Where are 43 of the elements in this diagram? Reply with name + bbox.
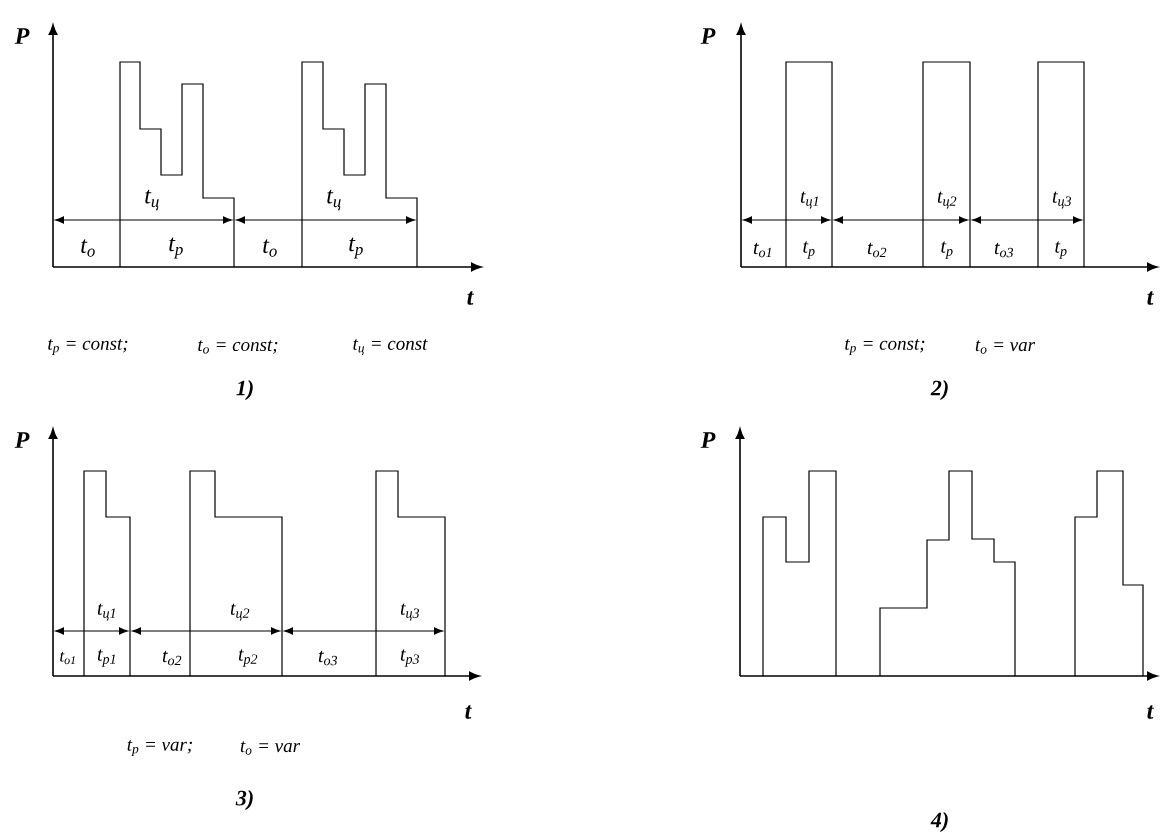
condition-formula: t$_{o}$ = var [975, 340, 1036, 354]
interval-label: t$_{o1}$ [753, 242, 772, 258]
interval-label: t$_{p3}$ [400, 649, 420, 667]
condition-formula: t$_{ц}$ = const [353, 339, 428, 355]
interval-label: t$_{o}$ [263, 239, 277, 257]
interval-label: t$_{ц}$ [145, 189, 159, 211]
interval-label: t$_{p}$ [169, 237, 183, 259]
axis-label: t [1147, 291, 1154, 305]
interval-label: t$_{p}$ [349, 237, 363, 259]
axis-label: P [700, 432, 716, 448]
interval-label: t$_{ц3}$ [1052, 191, 1072, 209]
axis-label: t [465, 705, 472, 719]
interval-label: t$_{o2}$ [867, 242, 887, 258]
axis-label: P [14, 432, 30, 448]
panel-number: 2) [930, 380, 948, 400]
interval-label: t$_{o3}$ [318, 650, 338, 666]
interval-label: t$_{ц}$ [327, 189, 341, 211]
interval-label: t$_{p}$ [1055, 241, 1067, 259]
condition-formula: t$_{o}$ = var [240, 741, 301, 755]
axis-label: t [1147, 705, 1154, 719]
panel-number: 3) [235, 790, 253, 810]
axis-label: P [14, 28, 30, 44]
interval-label: t$_{ц1}$ [800, 191, 819, 209]
axis-label: P [700, 28, 716, 44]
interval-label: t$_{ц1}$ [97, 603, 116, 621]
interval-label: t$_{p2}$ [238, 649, 258, 667]
panel-number: 4) [930, 812, 948, 832]
condition-formula: t$_{o}$ = const; [198, 340, 278, 354]
condition-formula: t$_{p}$ = const; [845, 338, 925, 356]
interval-label: t$_{o1}$ [60, 651, 75, 665]
axis-label: t [467, 291, 474, 305]
panel-number: 1) [236, 380, 253, 400]
interval-label: t$_{o2}$ [162, 650, 182, 666]
interval-label: t$_{ц2}$ [937, 191, 957, 209]
interval-label: t$_{p}$ [941, 241, 953, 259]
interval-label: t$_{o}$ [81, 239, 95, 257]
condition-formula: t$_{p}$ = const; [48, 338, 128, 356]
condition-formula: t$_{p}$ = var; [127, 739, 192, 757]
interval-label: t$_{ц3}$ [400, 603, 420, 621]
interval-label: t$_{p}$ [803, 241, 815, 259]
interval-label: t$_{o3}$ [994, 242, 1014, 258]
interval-label: t$_{p1}$ [97, 649, 116, 667]
interval-label: t$_{ц2}$ [230, 603, 250, 621]
